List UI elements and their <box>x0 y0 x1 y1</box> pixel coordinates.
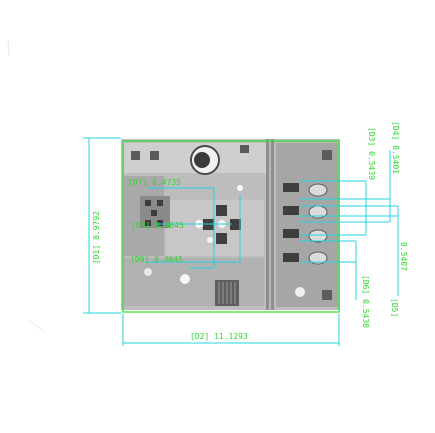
die-image <box>121 139 340 310</box>
die-via <box>308 229 328 243</box>
d1-label: [D1] 8.9792 <box>92 211 101 264</box>
die-pad <box>157 220 163 226</box>
die-via <box>308 183 328 197</box>
d3-label: [D3] 0.5439 <box>367 127 376 180</box>
die-pad <box>131 151 140 160</box>
die-region <box>124 258 264 306</box>
die-pad <box>150 151 159 160</box>
die-capacitor-core <box>194 152 210 168</box>
die-finger <box>283 206 299 215</box>
d5-label: [D5] <box>390 298 399 317</box>
die-pad <box>157 200 163 206</box>
dimension-lines <box>83 137 399 346</box>
die-pad <box>240 145 249 153</box>
die-region <box>276 143 338 307</box>
d8-label: [D8] 0.4645 <box>131 221 184 230</box>
d5-value-label: 0.5407 <box>399 242 408 271</box>
die-pad <box>216 205 227 216</box>
die-via <box>180 274 190 284</box>
d7-label: [D7] 0.4735 <box>128 178 181 187</box>
die-finger <box>283 229 299 238</box>
die-pad <box>322 290 332 300</box>
d6-label: [D6] 0.5430 <box>361 275 370 328</box>
die-via <box>144 268 152 276</box>
d2-label: [D2] 11.1293 <box>190 332 248 341</box>
die-pad <box>216 233 227 244</box>
d9-label: [D9] 0.4645 <box>130 255 183 264</box>
die-pad <box>230 219 241 230</box>
die-via <box>237 185 243 191</box>
die-outline <box>122 140 340 313</box>
die-via <box>295 287 305 297</box>
die-finger <box>283 183 299 192</box>
die-pad <box>322 150 332 160</box>
die-finger <box>283 253 299 262</box>
die-pad <box>145 200 151 206</box>
background-scratch <box>7 39 10 56</box>
die-pad <box>145 220 151 226</box>
d4-label: [D4] 0.5401 <box>391 121 400 174</box>
die-region <box>166 200 264 256</box>
die-via <box>308 251 328 265</box>
die-pad <box>151 210 157 216</box>
background-scratch <box>29 319 46 334</box>
die-via <box>207 237 213 243</box>
